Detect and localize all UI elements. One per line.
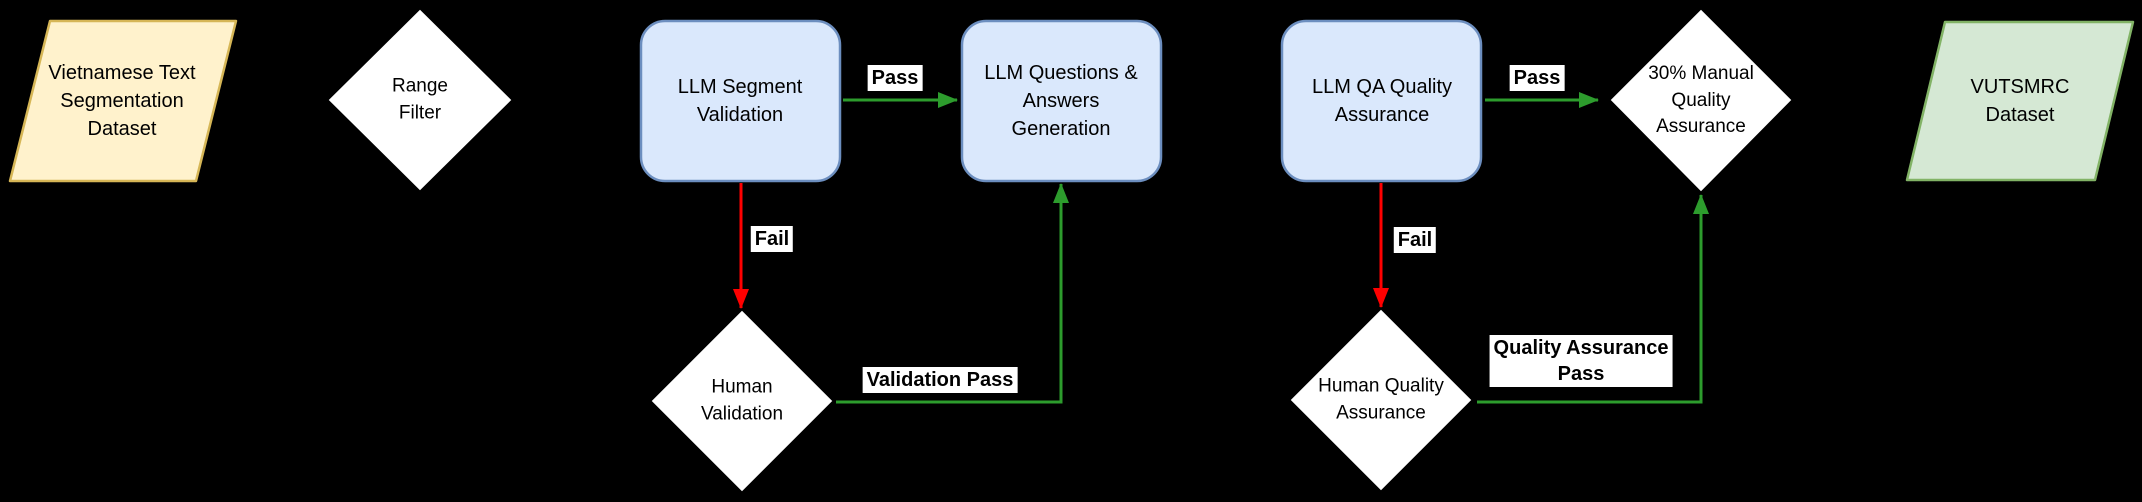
edge-human-qa-pass (1477, 194, 1709, 404)
node-label-llm-segment-validation: LLM Segment Validation (677, 76, 803, 126)
edge-human-validation-pass (836, 183, 1069, 404)
node-label-range-filter: Range Filter (392, 75, 448, 123)
node-label-human-validation: Human Validation (700, 376, 784, 424)
node-label-vutsmrc-dataset: VUTSMRC Dataset (1970, 76, 2070, 126)
node-label-input-dataset: Vietnamese Text Segmentation Dataset (48, 62, 196, 140)
edge-label-qa-fail: Fail (1393, 227, 1437, 253)
node-llm-qa-quality-assurance (1280, 19, 1483, 183)
node-label-manual-quality-assurance: 30% Manual Quality Assurance (1648, 63, 1754, 138)
node-human-quality-assurance (1287, 306, 1475, 494)
node-label-human-quality-assurance: Human Quality Assurance (1318, 375, 1444, 423)
node-label-llm-questions-answers-generation: LLM Questions & Answers Generation (984, 62, 1138, 140)
node-range-filter (325, 6, 515, 194)
edge-label-qa-pass: Pass (1509, 65, 1565, 91)
edge-label-segment-validation-fail: Fail (750, 226, 794, 252)
edge-label-human-validation-pass: Validation Pass (862, 367, 1018, 393)
node-human-validation (648, 307, 836, 495)
edge-label-segment-validation-pass: Pass (867, 65, 923, 91)
node-vutsmrc-dataset (1905, 20, 2135, 182)
node-manual-quality-assurance (1607, 6, 1795, 195)
node-label-llm-qa-quality-assurance: LLM QA Quality Assurance (1311, 76, 1453, 126)
node-llm-segment-validation (639, 19, 842, 183)
node-llm-questions-answers-generation (960, 19, 1163, 183)
edge-label-human-qa-pass: Quality Assurance Pass (1489, 335, 1673, 387)
node-input-dataset (8, 19, 238, 183)
